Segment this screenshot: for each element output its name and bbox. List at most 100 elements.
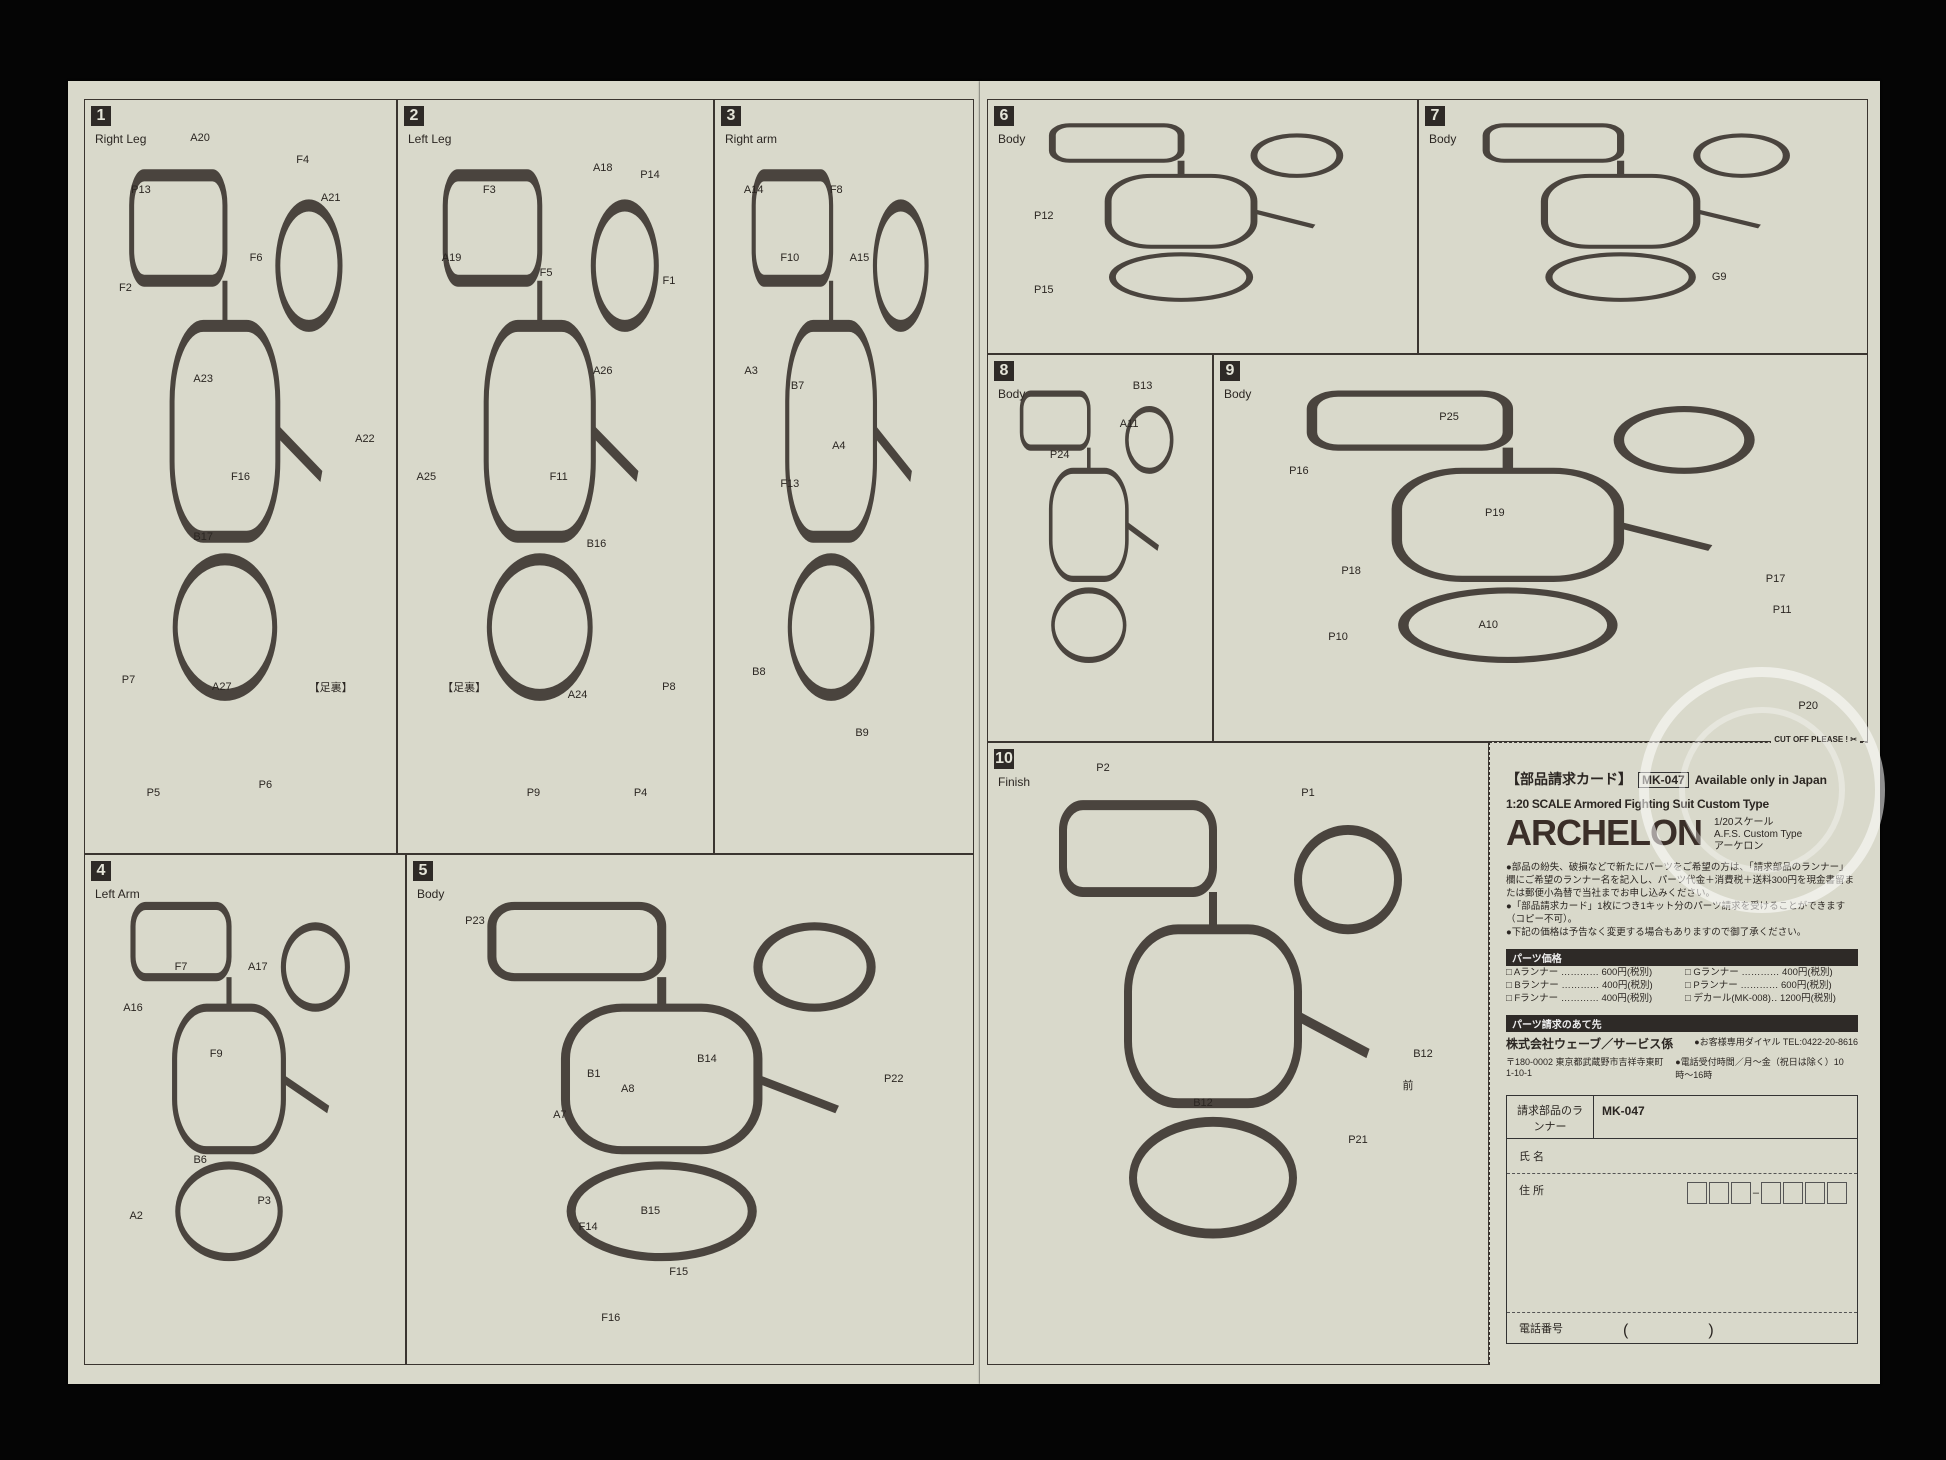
step-number: 1 <box>91 106 111 126</box>
part-label: 【足裏】 <box>442 682 487 695</box>
part-label: F16 <box>601 1312 621 1325</box>
address-label: 住 所 <box>1519 1185 1545 1197</box>
sub-scale: 1/20スケール <box>1714 817 1774 828</box>
address: 〒180-0002 東京都武蔵野市吉祥寺東町1-10-1 <box>1506 1057 1664 1078</box>
part-label: P4 <box>633 786 648 799</box>
part-label: P16 <box>1289 464 1309 477</box>
part-label: A3 <box>744 365 758 378</box>
postal-code-boxes[interactable]: – <box>1686 1182 1847 1204</box>
company-name: 株式会社ウェーブ／サービス係 <box>1506 1037 1674 1051</box>
part-label: B7 <box>790 380 805 393</box>
step-title: Body <box>998 387 1026 401</box>
part-label: B16 <box>586 538 607 551</box>
step-number: 9 <box>1220 361 1240 381</box>
part-label: P2 <box>1096 761 1110 774</box>
price-item[interactable]: □ Aランナー ………… 600円(税別) <box>1506 967 1653 978</box>
part-label: A20 <box>190 131 210 144</box>
part-label: A18 <box>592 161 613 174</box>
step-title: Right Leg <box>95 132 147 146</box>
price-item[interactable]: □ Fランナー ………… 400円(税別) <box>1506 993 1653 1004</box>
card-heading: 【部品請求カード】 <box>1506 771 1632 787</box>
sub-name: アーケロン <box>1714 841 1764 852</box>
scale-line: 1:20 SCALE Armored Fighting Suit Custom … <box>1506 797 1769 811</box>
part-label: F11 <box>549 470 568 483</box>
scissors-icon: ✂ <box>1850 735 1857 744</box>
assembly-illustration <box>1048 123 1344 302</box>
price-item[interactable]: □ Gランナー ………… 400円(税別) <box>1685 967 1833 978</box>
product-title: ARCHELON <box>1506 812 1703 853</box>
assembly-illustration <box>1019 390 1174 664</box>
part-label: P20 <box>1798 700 1819 713</box>
assembly-illustration <box>129 169 343 701</box>
part-label: A25 <box>416 470 437 483</box>
part-label: F10 <box>780 252 800 265</box>
sub-type: A.F.S. Custom Type <box>1714 829 1803 840</box>
part-label: F2 <box>119 282 132 295</box>
part-label: B14 <box>697 1052 717 1065</box>
step-title: Body <box>417 887 445 901</box>
part-label: F5 <box>539 267 553 280</box>
part-label: B6 <box>193 1154 207 1167</box>
part-label: B13 <box>1132 379 1153 392</box>
part-label: A10 <box>1478 619 1499 632</box>
runner-label: 請求部品のランナー <box>1507 1096 1594 1138</box>
step-number: 2 <box>404 106 424 126</box>
step-number: 4 <box>91 861 111 881</box>
kit-code: MK-047 <box>1638 772 1689 788</box>
assembly-illustration <box>751 169 929 701</box>
availability: Available only in Japan <box>1694 773 1827 787</box>
part-label: F16 <box>231 470 250 483</box>
tel: ●お客様専用ダイヤル TEL:0422-20-8616 <box>1694 1037 1858 1047</box>
step-number: 10 <box>994 749 1014 769</box>
part-label: B1 <box>587 1067 601 1080</box>
part-label: A14 <box>743 184 764 197</box>
part-label: A27 <box>212 681 232 694</box>
step-title: Finish <box>998 775 1031 789</box>
part-label: P7 <box>121 673 136 686</box>
hours: ●電話受付時間／月〜金（祝日は除く）10時〜16時 <box>1675 1057 1844 1080</box>
part-label: F14 <box>578 1220 598 1233</box>
part-label: P17 <box>1765 572 1786 585</box>
part-label: P1 <box>1301 786 1315 799</box>
price-item[interactable]: □ Bランナー ………… 400円(税別) <box>1506 980 1653 991</box>
phone-field[interactable]: ( ) <box>1623 1322 1714 1339</box>
assembly-illustration <box>442 169 659 701</box>
part-label: B12 <box>1193 1097 1213 1110</box>
step-number: 6 <box>994 106 1014 126</box>
step-title: Left Leg <box>408 132 452 146</box>
price-item[interactable]: □ Pランナー ………… 600円(税別) <box>1685 980 1832 991</box>
part-label: F13 <box>780 478 800 491</box>
assembly-illustration <box>130 901 350 1262</box>
part-label: P21 <box>1348 1134 1368 1147</box>
step-title: Body <box>1224 387 1252 401</box>
address-header: パーツ請求のあて先 <box>1506 1015 1858 1032</box>
part-label: F1 <box>662 274 676 287</box>
part-label: P13 <box>131 184 151 197</box>
part-label: A11 <box>1119 418 1139 431</box>
part-label: B12 <box>1413 1047 1433 1060</box>
part-label: G9 <box>1711 271 1727 284</box>
step-title: Left Arm <box>95 887 140 901</box>
part-label: P15 <box>1033 283 1054 296</box>
assembly-illustration <box>1482 123 1790 302</box>
step-title: Body <box>1429 132 1457 146</box>
part-label: F7 <box>174 960 188 973</box>
part-label: P14 <box>640 169 660 182</box>
part-label: A16 <box>123 1001 143 1014</box>
step-title: Body <box>998 132 1026 146</box>
assembly-illustration <box>1059 800 1402 1239</box>
price-item[interactable]: □ デカール(MK-008)‥ 1200円(税別) <box>1685 993 1836 1004</box>
runner-field[interactable]: MK-047 <box>1602 1104 1645 1118</box>
step-title: Right arm <box>725 132 778 146</box>
part-label: A15 <box>849 252 870 265</box>
phone-label: 電話番号 <box>1519 1323 1563 1335</box>
step-number: 3 <box>721 106 741 126</box>
assembly-illustration <box>487 901 876 1262</box>
